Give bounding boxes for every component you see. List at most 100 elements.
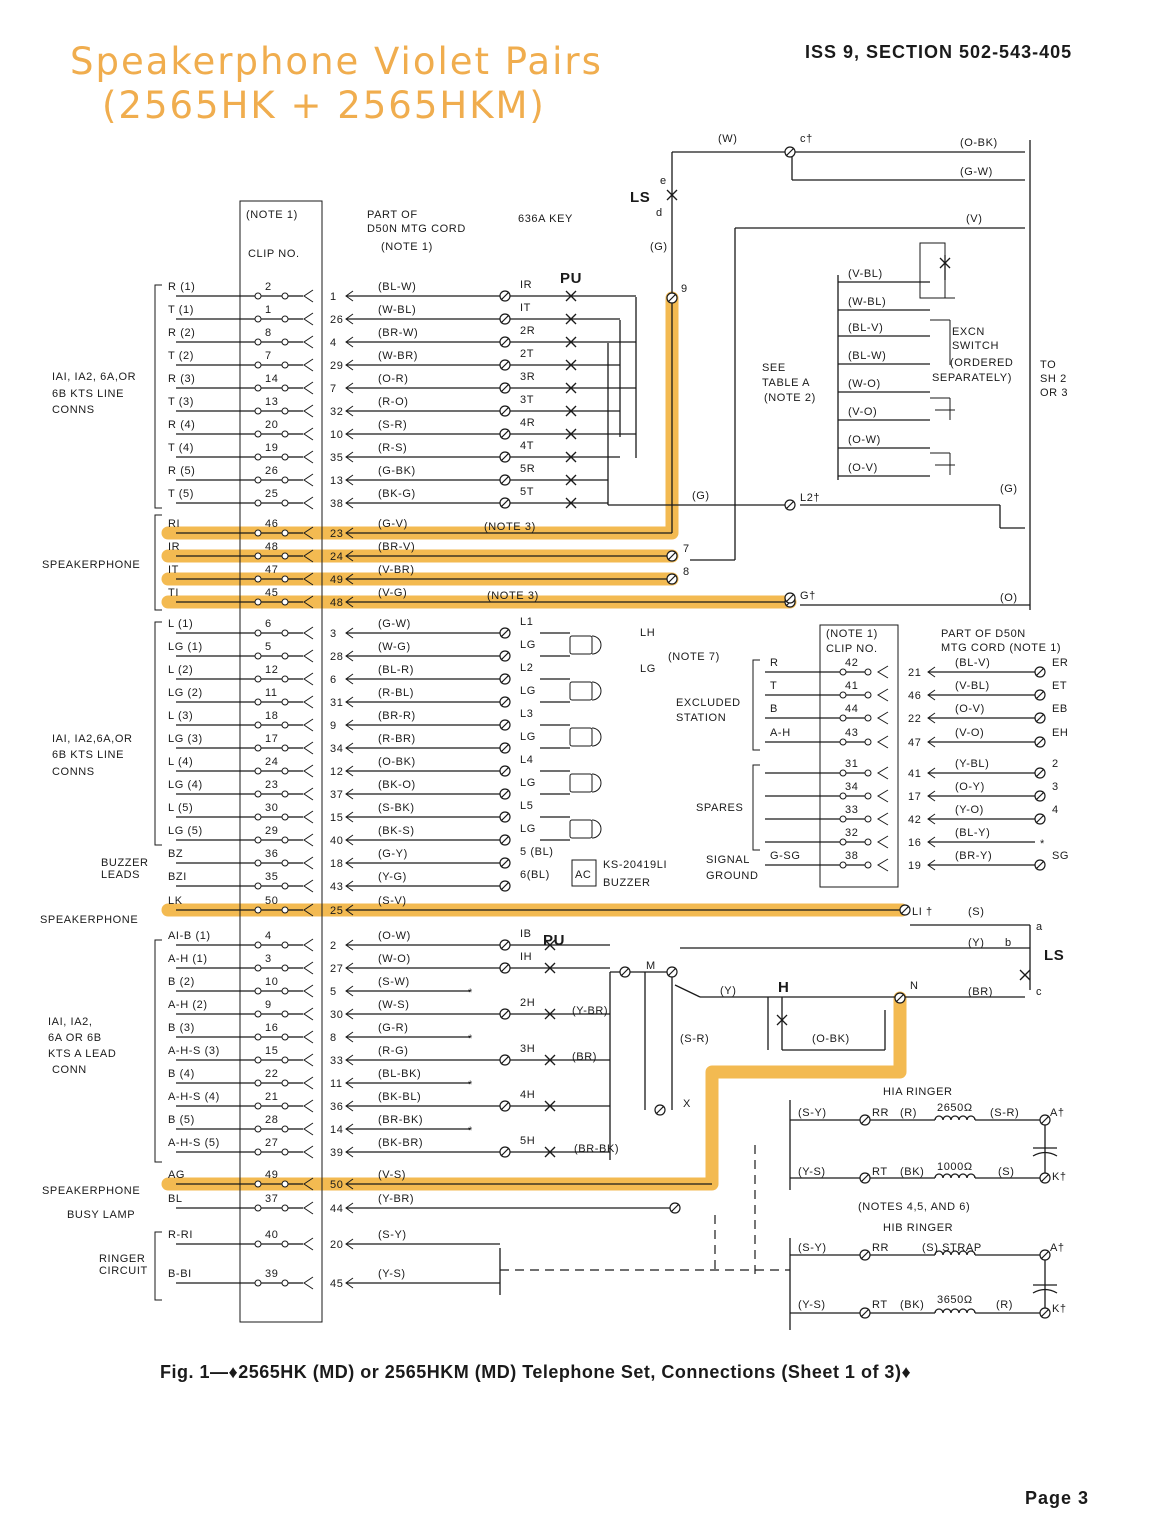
cord-pin: 1 [330,291,337,303]
wire-color: (G-V) [378,518,408,530]
diagram-static-lines [239,140,1046,1330]
lr-brbk: (BR-BK) [574,1143,619,1155]
lead-label: LK [168,895,183,907]
to-sheet-label-3: OR 3 [1040,387,1068,399]
terminal-label: 3H [520,1043,535,1055]
excn-lead-8: (O-V) [838,462,930,477]
to-sheet-label-1: TO [1040,359,1056,371]
lead-label: BZI [168,871,187,883]
h1a-sr: (S-R) [990,1107,1019,1119]
terminal-label: LG [520,731,536,743]
tr-w: (W) [718,133,738,145]
cord-pin: 44 [330,1203,343,1215]
h1a-r: (R) [900,1107,917,1119]
right-lead: B [770,703,778,715]
cord-pin: 3 [330,628,337,640]
wire-color: (BL-BK) [378,1068,421,1080]
excluded-station-1: EXCLUDED [676,697,741,709]
wire-color: (R-G) [378,1045,409,1057]
tr-gw: (G-W) [960,166,993,178]
speakerphone-label-2: SPEAKERPHONE [40,914,138,926]
wire-color: (G-Y) [378,848,408,860]
wire-color: (BK-G) [378,488,416,500]
wire-color: (R-S) [378,442,407,454]
tr-g-right: (G) [1000,483,1018,495]
part-d50n-right-1: PART OF D50N [941,628,1026,640]
wire-color: (S-V) [378,895,407,907]
lead-label: T (3) [168,396,194,408]
right-terminal: ET [1052,680,1067,692]
clip-number: 37 [265,1193,278,1205]
wire-color: (S-W) [378,976,410,988]
clip-number: 29 [265,825,278,837]
kts-group-2-line-3: CONNS [52,766,95,778]
lead-label: R (2) [168,327,195,339]
clip-number: 20 [265,419,278,431]
right-lead: A-H [770,727,791,739]
wire-color: (W-G) [378,641,411,653]
clip-number: 13 [265,396,278,408]
title-line-1: Speakerphone Violet Pairs [70,40,603,83]
cord-pin: 50 [330,1179,343,1191]
lead-label: IT [168,564,179,576]
clip-number: 12 [265,664,278,676]
clip-number: 47 [265,564,278,576]
clip-number: 45 [265,587,278,599]
terminal-label: 5H [520,1135,535,1147]
clip-number: 8 [265,327,272,339]
excn-lead-3: (BL-V) [838,322,930,337]
excn-wire-color: (W-BL) [848,296,886,308]
wire-color: (W-S) [378,999,410,1011]
cord-pin: 8 [330,1032,337,1044]
clip-number: 7 [265,350,272,362]
terminal-label: IH [520,951,532,963]
wire-color: (O-R) [378,373,409,385]
excluded-station-2: STATION [676,712,726,724]
terminal-label: LG [520,639,536,651]
row-lamp-5: L (3)189(BR-R)L3 [168,708,602,749]
kts-group-2-line-1: IAI, IA2,6A,OR [52,733,133,745]
terminal-label: 8 [683,566,690,578]
row-kts-3: R (2)84(BR-W)2R [168,325,636,349]
wire-color: (W-O) [378,953,411,965]
cord-pin: 32 [330,406,343,418]
cord-pin: 23 [330,528,343,540]
h1a-ys: (Y-S) [798,1166,826,1178]
lead-label: B (5) [168,1114,195,1126]
page-title: Speakerphone Violet Pairs (2565HK + 2565… [70,40,603,128]
cord-pin: 18 [330,858,343,870]
lead-label: LG (4) [168,779,203,791]
lead-label: LG (5) [168,825,203,837]
notes-456-label: (NOTES 4,5, AND 6) [858,1201,970,1213]
clip-number: 17 [265,733,278,745]
row-alead-1: AI-B (1)42(O-W)IB [168,928,610,952]
tr-e: e [660,175,667,187]
clip-number: 1 [265,304,272,316]
clip-number: 49 [265,1169,278,1181]
lh-label: LH [640,627,655,639]
buzzer-part-label: KS-20419LI [603,859,667,871]
excn-wire-color: (O-W) [848,434,881,446]
clip-note-right: (NOTE 1) [826,628,878,640]
kts-group-1-line-3: CONNS [52,404,95,416]
terminal-label: LG [520,685,536,697]
h1a-at: A† [1050,1107,1065,1119]
lead-label: RI [168,518,180,530]
tr-9: 9 [681,283,688,295]
excn-wire-color: (O-V) [848,462,878,474]
h1a-sy: (S-Y) [798,1107,827,1119]
lead-label: LG (1) [168,641,203,653]
terminal-label: 3T [520,394,534,406]
note-3-label-1: (NOTE 3) [484,521,536,533]
h1b-ohm: 3650Ω [937,1294,973,1306]
excn-label-4: SEPARATELY) [932,372,1012,384]
signal-ground-1: SIGNAL [706,854,750,866]
lr-br2: (BR) [572,1051,597,1063]
